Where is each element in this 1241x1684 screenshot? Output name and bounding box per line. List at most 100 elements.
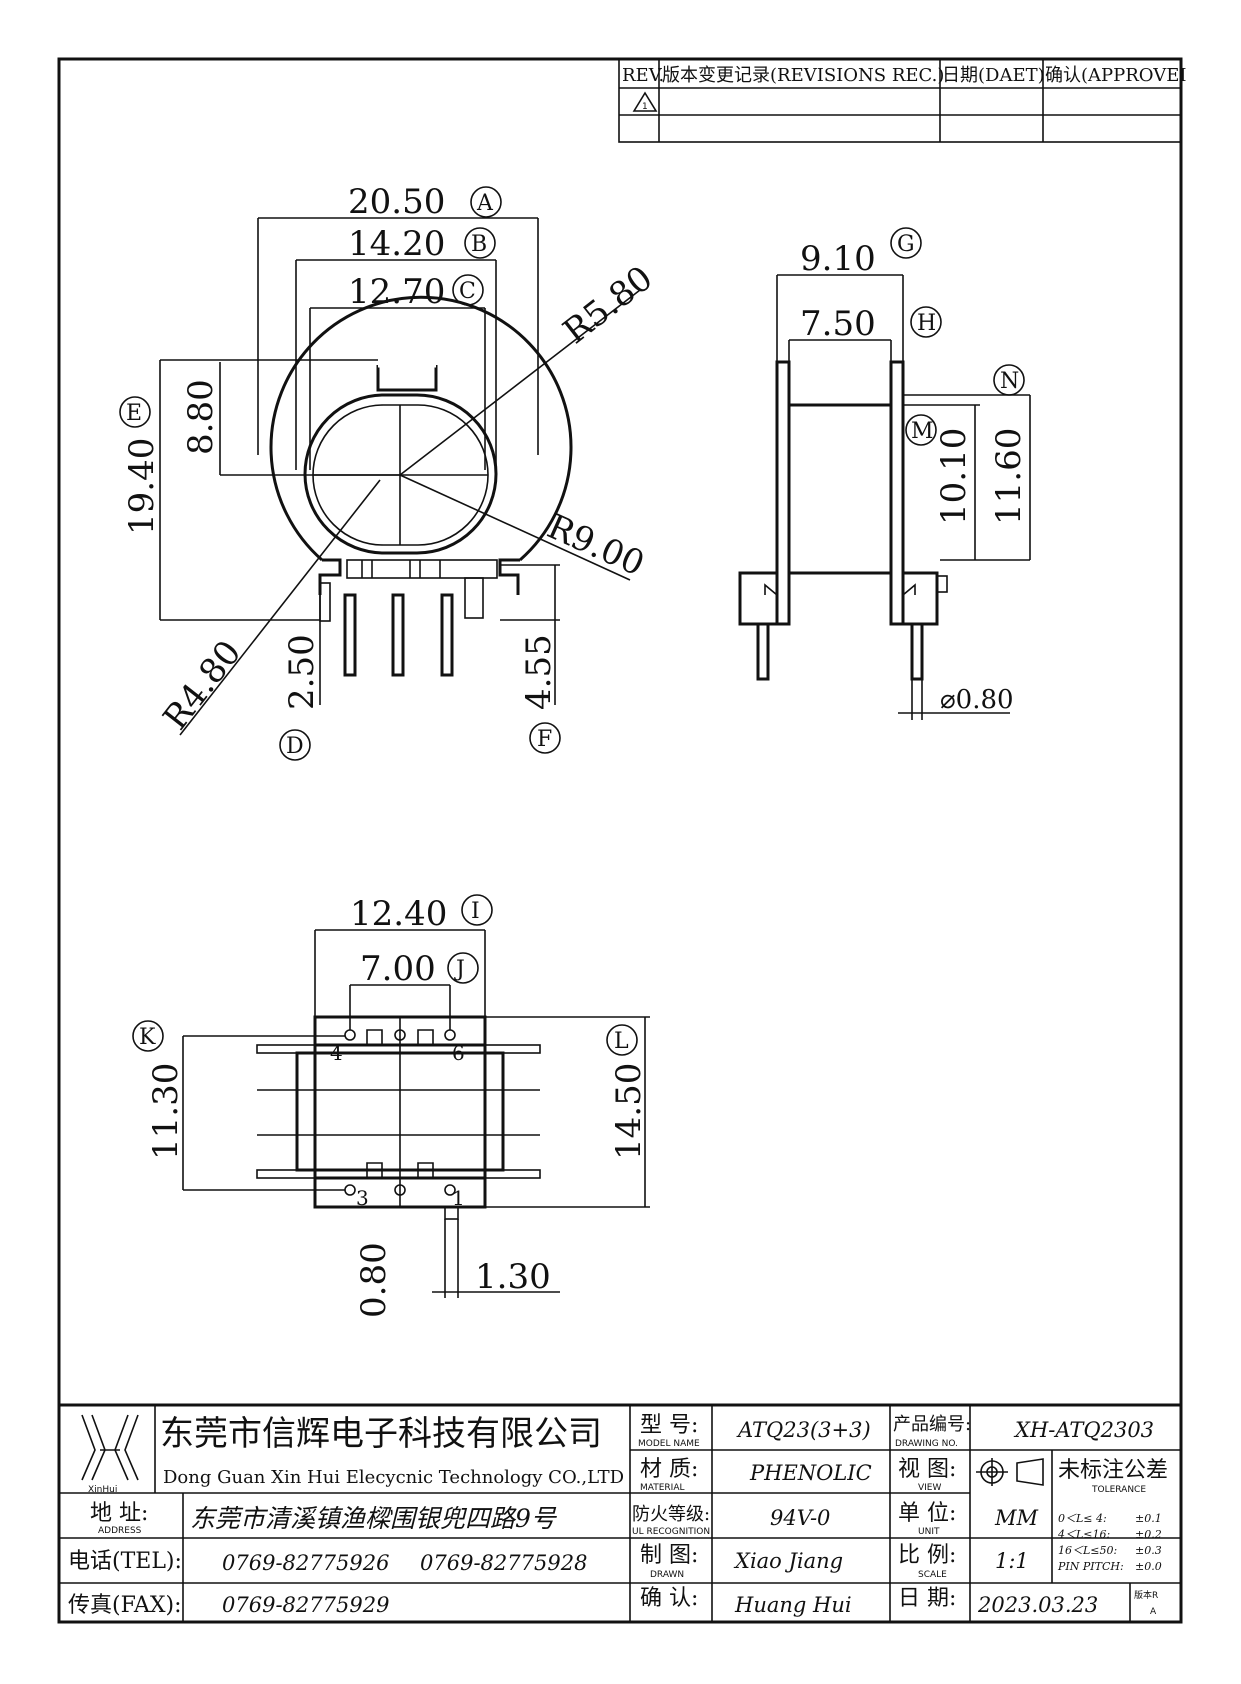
dim-a: 20.50 [348,182,445,222]
front-view: 20.50 14.20 12.70 19.40 8.80 R5.80 R9.00… [119,182,660,761]
pin-hole [444,1184,456,1196]
drawn-sublabel: DRAWN [650,1570,684,1580]
dim-r3: R4.80 [156,633,250,737]
pin-hole [344,1184,356,1196]
pin [440,593,454,677]
unit-sublabel: UNIT [918,1527,940,1537]
label-n: N [993,364,1025,396]
dim-i: 12.40 [350,894,447,934]
svg-text:D: D [286,734,304,759]
company-logo [81,1414,139,1481]
svg-text:I: I [471,899,480,924]
pin [756,622,770,681]
drawn-label: 制 图: [640,1543,698,1568]
address-sublabel: ADDRESS [98,1526,142,1536]
ul-label: 防火等级: [632,1504,710,1525]
pin-label-6: 6 [452,1041,465,1065]
title-block: XinHui 东莞市信辉电子科技有限公司 Dong Guan Xin Hui E… [57,1403,1183,1624]
svg-text:E: E [126,401,142,426]
approve-value: Huang Hui [734,1593,852,1617]
svg-text:M: M [911,419,934,444]
ul-value: 94V-0 [770,1506,830,1530]
label-c: C [452,274,484,306]
pin [343,593,357,677]
revision-triangle-icon [632,91,658,112]
tolerance-row-1-range: 0＜L≤ 4: [1058,1512,1107,1525]
dim-g: 9.10 [800,239,876,279]
company-name-cn: 东莞市信辉电子科技有限公司 [160,1414,602,1454]
label-l: L [606,1024,638,1056]
label-b: B [464,227,496,259]
flange-outline [269,295,573,562]
label-e: E [119,396,151,428]
label-g: G [890,227,922,259]
dim-p2: 1.30 [475,1257,551,1297]
svg-text:K: K [139,1025,156,1050]
dim-k: 11.30 [146,1063,186,1160]
version-value: A [1150,1607,1157,1617]
pin-hole [394,1029,406,1041]
bottom-view: 4 6 3 1 12.40 7.00 11.30 14.50 0.80 1.30… [132,894,650,1318]
pin [391,593,405,677]
dim-e1: 19.40 [122,438,162,535]
pin-hole [394,1184,406,1196]
label-k: K [132,1020,164,1052]
label-d: D [279,729,311,761]
tolerance-row-3-range: 16＜L≤50: [1058,1544,1117,1557]
dim-r1: R5.80 [556,258,660,352]
scale-label: 比 例: [898,1543,956,1568]
tolerance-row-4-range: PIN PITCH: [1057,1560,1124,1573]
dim-e2: 8.80 [181,379,221,455]
tolerance-row-2-range: 4＜L≤16: [1057,1528,1110,1541]
dim-c: 12.70 [348,272,445,312]
projection-symbol-icon [976,1458,1044,1486]
address-value: 东莞市清溪镇渔樑围银兜四路9号 [190,1504,558,1533]
material-value: PHENOLIC [749,1461,872,1485]
label-j: J [447,952,479,984]
tolerance-row-3-value: ±0.3 [1135,1544,1162,1557]
dim-m: 10.10 [934,428,974,525]
svg-text:A: A [476,191,494,216]
material-sublabel: MATERIAL [640,1483,685,1493]
rev-header: REV. [622,65,664,86]
tolerance-row-4-value: ±0.0 [1135,1560,1162,1573]
pin-hole [344,1029,356,1041]
label-i: I [461,894,493,926]
approve-header: 确认(APPROVEI [1045,65,1187,86]
date-header: 日期(DAET) [942,65,1045,86]
svg-text:J: J [454,957,465,982]
tel-label: 电话(TEL): [68,1549,182,1574]
scale-sublabel: SCALE [918,1570,947,1580]
pin [910,622,924,681]
rev-symbol: 1 [642,102,648,112]
tel-value-1: 0769-82775926 [222,1551,389,1575]
material-label: 材 质: [640,1457,698,1482]
drawing-no-label: 产品编号: [893,1414,971,1435]
label-m: M [905,414,937,446]
model-label: 型 号: [640,1413,698,1438]
unit-label: 单 位: [898,1501,956,1526]
dim-b: 14.20 [348,224,445,264]
dim-d: 2.50 [282,634,322,710]
svg-text:C: C [459,279,476,304]
scale-value: 1:1 [995,1549,1029,1573]
drawing-no-sublabel: DRAWING NO. [895,1439,958,1449]
pin-label-3: 3 [356,1186,369,1210]
svg-text:G: G [897,232,915,257]
date-label: 日 期: [898,1586,956,1611]
view-sublabel: VIEW [918,1483,941,1493]
ul-sublabel: UL RECOGNITION [632,1527,710,1537]
version-label: 版本R [1134,1589,1158,1601]
svg-text:B: B [471,232,487,257]
model-sublabel: MODEL NAME [638,1439,700,1449]
svg-text:F: F [537,727,552,752]
dim-l: 14.50 [609,1063,649,1160]
svg-text:L: L [614,1029,629,1054]
dim-j: 7.00 [360,949,436,989]
svg-text:H: H [917,311,936,336]
company-name-en: Dong Guan Xin Hui Elecycnic Technology C… [163,1467,624,1488]
svg-text:N: N [1000,369,1019,394]
label-f: F [529,722,561,754]
dim-h: 7.50 [800,304,876,344]
